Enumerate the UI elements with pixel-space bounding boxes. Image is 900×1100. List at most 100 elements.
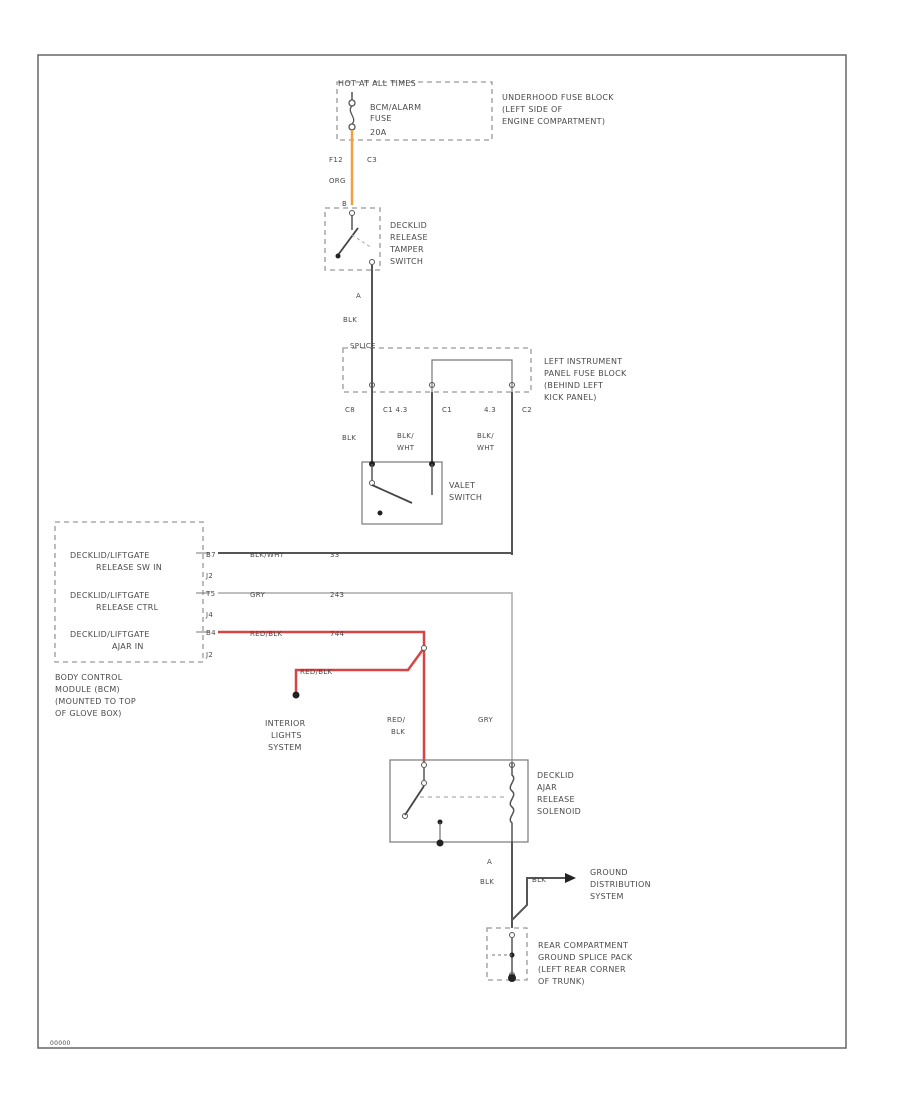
bcm-row3-label-1: DECKLID/LIFTGATE xyxy=(70,630,150,639)
bcm-row1-label-2: RELEASE SW IN xyxy=(96,563,162,572)
bcm-release-sw-wire xyxy=(218,550,513,554)
solenoid-label-3: RELEASE xyxy=(537,795,575,804)
tamper-label-3: TAMPER xyxy=(389,245,424,254)
fuse-location-2: (LEFT SIDE OF xyxy=(502,105,563,114)
bcm-row3-conn: J2 xyxy=(205,651,213,659)
splice-point-icon xyxy=(421,645,427,651)
solenoid-contact-icon xyxy=(404,785,425,816)
bcm-ajar-wire xyxy=(218,630,426,762)
solenoid-label-2: AJAR xyxy=(537,783,557,792)
wire1-color: ORG xyxy=(329,177,346,185)
wire3-mid-2: WHT xyxy=(397,444,415,452)
bcm-location-2: MODULE (BCM) xyxy=(55,685,120,694)
ip-header: SPLICE xyxy=(350,342,376,350)
valet-switch: VALET SWITCH xyxy=(361,461,482,525)
tamper-label-1: DECKLID xyxy=(390,221,427,230)
bcm-row1-pin: B7 xyxy=(206,551,216,559)
bcm-location-4: OF GLOVE BOX) xyxy=(55,709,122,718)
bcm-row2-label-2: RELEASE CTRL xyxy=(96,603,159,612)
bcm-row2-pin: T5 xyxy=(205,590,215,598)
ground-dist-arrow-icon xyxy=(565,873,576,883)
wire3-right-2: WHT xyxy=(477,444,495,452)
bcm-row3-label-2: AJAR IN xyxy=(112,642,144,651)
ip-pin-3: C1 xyxy=(442,406,452,414)
diagram-code: 00000 xyxy=(50,1040,71,1047)
ip-location-1: LEFT INSTRUMENT xyxy=(544,357,622,366)
bcm-row1-label-1: DECKLID/LIFTGATE xyxy=(70,551,150,560)
interior-branch-wire xyxy=(294,647,426,693)
bcm-row3-wire: RED/BLK xyxy=(250,630,283,638)
bcm-location-1: BODY CONTROL xyxy=(55,673,123,682)
splice-label-2: GROUND SPLICE PACK xyxy=(538,953,633,962)
fuse-icon xyxy=(348,92,356,131)
tamper-pin: B xyxy=(342,200,347,208)
bcm-row2-wire: GRY xyxy=(250,591,265,599)
ip-pin-1: C8 xyxy=(345,406,355,414)
interior-label-3: SYSTEM xyxy=(268,743,302,752)
ground-dist-label-2: DISTRIBUTION xyxy=(590,880,651,889)
wire2-color: BLK xyxy=(343,316,357,324)
ground-dist-label-3: SYSTEM xyxy=(590,892,624,901)
valet-label-2: SWITCH xyxy=(449,493,482,502)
fuse-block-header: HOT AT ALL TIMES xyxy=(338,79,416,88)
solenoid-wire-left-2: BLK xyxy=(391,728,405,736)
bcm-row2-conn: J4 xyxy=(205,611,213,619)
interior-label-1: INTERIOR xyxy=(265,719,306,728)
ip-location-3: (BEHIND LEFT xyxy=(544,381,603,390)
ground-dist-wire xyxy=(511,877,565,921)
wire2-pin: A xyxy=(356,292,361,300)
bcm-row1-wire: BLK/WHT xyxy=(250,551,285,559)
ground-dist-label-1: GROUND xyxy=(590,868,628,877)
body-control-module: DECKLID/LIFTGATE RELEASE SW IN DECKLID/L… xyxy=(54,521,210,663)
interior-wire-label: RED/BLK xyxy=(300,668,333,676)
fuse-rating: 20A xyxy=(370,128,387,137)
diagram-frame xyxy=(37,54,847,1049)
bcm-row3-pin: B4 xyxy=(206,629,216,637)
ip-fuse-block: SPLICE LEFT INSTRUMENT PANEL FUSE BLOCK … xyxy=(342,342,627,414)
solenoid-case-ground xyxy=(436,839,444,847)
wire4-pin: A xyxy=(487,858,492,866)
solenoid-coil-icon xyxy=(509,762,515,842)
underhood-fuse-block: HOT AT ALL TIMES BCM/ALARM FUSE 20A UNDE… xyxy=(336,79,614,141)
valet-label-1: VALET xyxy=(449,481,475,490)
ip-location-2: PANEL FUSE BLOCK xyxy=(544,369,627,378)
wire4-color: BLK xyxy=(480,878,494,886)
switch-contact-icon xyxy=(337,227,359,256)
bcm-row2-circuit: 243 xyxy=(330,591,344,599)
ground-dist-wire-label: BLK xyxy=(532,876,546,884)
wire3-right-1: BLK/ xyxy=(477,432,494,440)
fuse-location-3: ENGINE COMPARTMENT) xyxy=(502,117,605,126)
wire1-connector: C3 xyxy=(367,156,377,164)
chassis-ground-icon xyxy=(508,974,516,982)
valet-contact-icon xyxy=(371,484,413,504)
solenoid-label-4: SOLENOID xyxy=(537,807,581,816)
tamper-switch: B DECKLID RELEASE TAMPER SWITCH xyxy=(324,200,428,271)
decklid-solenoid: DECKLID AJAR RELEASE SOLENOID xyxy=(389,759,581,843)
fuse-location-1: UNDERHOOD FUSE BLOCK xyxy=(502,93,614,102)
fuse-name-line1: BCM/ALARM xyxy=(370,103,421,112)
solenoid-wire-right: GRY xyxy=(478,716,493,724)
bcm-row1-circuit: 33 xyxy=(330,551,340,559)
bcm-row2-label-1: DECKLID/LIFTGATE xyxy=(70,591,150,600)
ip-pin-2: C1 4.3 xyxy=(383,406,408,414)
tamper-label-4: SWITCH xyxy=(390,257,423,266)
ip-location-4: KICK PANEL) xyxy=(544,393,597,402)
bcm-row3-circuit: 744 xyxy=(330,630,345,638)
solenoid-wire-left-1: RED/ xyxy=(387,716,406,724)
ip-pin-4: 4.3 xyxy=(484,406,496,414)
wire1-pin: F12 xyxy=(329,156,343,164)
bcm-row1-conn: J2 xyxy=(205,572,213,580)
wire3-mid-1: BLK/ xyxy=(397,432,414,440)
splice-label-1: REAR COMPARTMENT xyxy=(538,941,628,950)
bcm-location-3: (MOUNTED TO TOP xyxy=(55,697,136,706)
bcm-release-ctrl-wire xyxy=(218,592,513,762)
solenoid-label-1: DECKLID xyxy=(537,771,574,780)
splice-label-3: (LEFT REAR CORNER xyxy=(538,965,626,974)
ground-splice-pack: REAR COMPARTMENT GROUND SPLICE PACK (LEF… xyxy=(486,927,633,986)
interior-ground-dot xyxy=(292,691,300,699)
splice-label-4: OF TRUNK) xyxy=(538,977,585,986)
wire3-left: BLK xyxy=(342,434,356,442)
tamper-label-2: RELEASE xyxy=(390,233,428,242)
ip-pin-5: C2 xyxy=(522,406,532,414)
